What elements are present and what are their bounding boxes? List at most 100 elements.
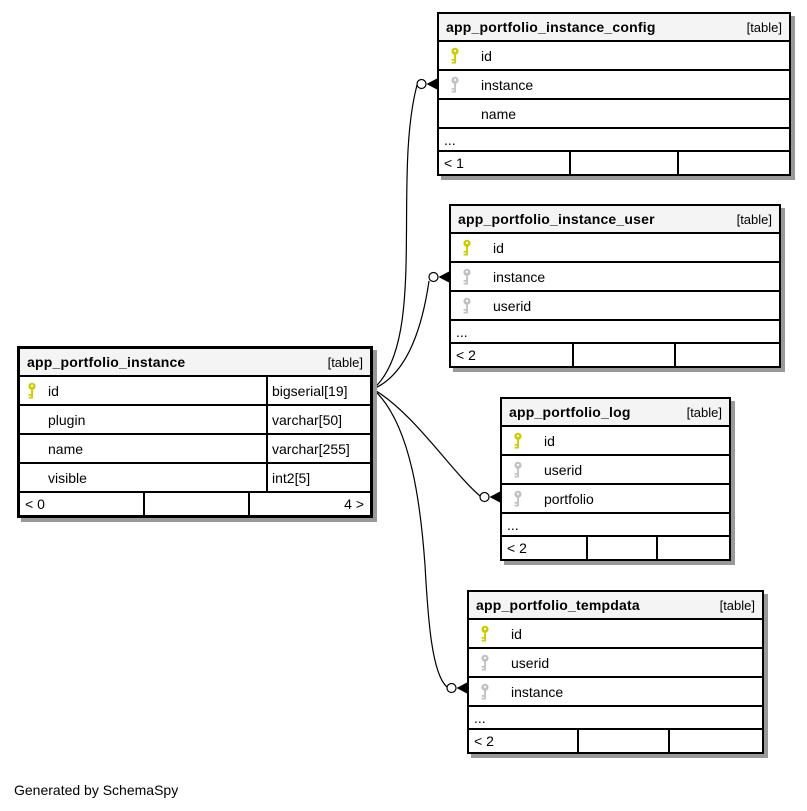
column-row-instance: instance xyxy=(451,261,779,290)
fk-arrow-log xyxy=(489,491,500,503)
relationship-curve-instance-log xyxy=(372,388,481,497)
primary-key-icon xyxy=(20,382,42,399)
ellipsis-row: ... xyxy=(469,705,762,728)
column-name: id xyxy=(481,47,492,64)
table-header[interactable]: app_portfolio_tempdata [table] xyxy=(469,592,762,618)
foreign-key-icon xyxy=(451,268,483,285)
fk-arrow-config xyxy=(426,78,437,90)
generated-by-note: Generated by SchemaSpy xyxy=(14,782,179,798)
footer-left-count: < 2 xyxy=(456,347,476,363)
footer-right-cell xyxy=(656,537,729,559)
table-footer: < 2 xyxy=(469,728,762,752)
column-name: id xyxy=(544,432,555,449)
column-row-name: name varchar[255] xyxy=(20,433,370,462)
footer-right-cell xyxy=(674,344,779,366)
column-name: userid xyxy=(493,297,532,314)
ellipsis-row: ... xyxy=(451,319,779,342)
table-badge: [table] xyxy=(736,211,772,227)
entity-app_portfolio_instance_config: app_portfolio_instance_config [table] id… xyxy=(437,12,791,176)
table-footer: < 1 xyxy=(439,150,789,174)
foreign-key-icon xyxy=(469,683,501,700)
table-badge: [table] xyxy=(686,404,722,420)
column-name: instance xyxy=(511,683,564,700)
table-badge: [table] xyxy=(746,19,782,35)
table-footer: < 2 xyxy=(502,535,729,559)
column-name: id xyxy=(48,382,59,399)
footer-right-cell xyxy=(677,152,789,174)
table-badge: [table] xyxy=(719,597,755,613)
column-row-instance: instance xyxy=(469,676,762,705)
column-row-userid: userid xyxy=(469,647,762,676)
column-type: varchar[255] xyxy=(266,435,370,462)
footer-left-count: < 2 xyxy=(507,540,527,556)
ellipsis-row: ... xyxy=(439,127,789,150)
ellipsis-row: ... xyxy=(502,512,729,535)
footer-right-count: 4 > xyxy=(247,493,371,515)
footer-mid-cell xyxy=(142,493,248,515)
column-row-instance: instance xyxy=(439,69,789,98)
column-name: instance xyxy=(493,268,546,285)
primary-key-icon xyxy=(451,239,483,256)
column-row-userid: userid xyxy=(502,454,729,483)
table-header[interactable]: app_portfolio_instance [table] xyxy=(20,349,370,375)
entity-app_portfolio_instance_user: app_portfolio_instance_user [table] id i… xyxy=(449,204,781,368)
column-row-visible: visible int2[5] xyxy=(20,462,370,491)
table-badge: [table] xyxy=(327,354,363,370)
footer-mid-cell xyxy=(572,344,674,366)
column-row-portfolio: portfolio xyxy=(502,483,729,512)
fk-odot-log xyxy=(479,491,490,503)
table-header[interactable]: app_portfolio_instance_config [table] xyxy=(439,14,789,40)
column-type: bigserial[19] xyxy=(266,377,370,404)
column-name: plugin xyxy=(48,411,86,428)
table-name[interactable]: app_portfolio_log xyxy=(509,404,631,420)
footer-right-cell xyxy=(668,730,762,752)
entity-app_portfolio_tempdata: app_portfolio_tempdata [table] id userid… xyxy=(467,590,764,754)
table-footer: < 0 4 > xyxy=(20,491,370,515)
column-row-id: id bigserial[19] xyxy=(20,375,370,404)
primary-key-icon xyxy=(469,625,501,642)
table-header[interactable]: app_portfolio_log [table] xyxy=(502,399,729,425)
column-type: varchar[50] xyxy=(266,406,370,433)
primary-key-icon xyxy=(502,432,534,449)
primary-key-icon xyxy=(439,47,471,64)
fk-odot-user xyxy=(428,271,439,283)
foreign-key-icon xyxy=(502,490,534,507)
column-row-id: id xyxy=(469,618,762,647)
column-name: instance xyxy=(481,76,534,93)
column-name: portfolio xyxy=(544,490,594,507)
table-footer: < 2 xyxy=(451,342,779,366)
column-row-id: id xyxy=(439,40,789,69)
entity-app_portfolio_log: app_portfolio_log [table] id userid port… xyxy=(500,397,731,561)
column-name: id xyxy=(511,625,522,642)
column-name: id xyxy=(493,239,504,256)
relationship-curve-instance-config xyxy=(372,84,418,390)
column-name: name xyxy=(48,440,84,457)
column-row-name: name xyxy=(439,98,789,127)
table-header[interactable]: app_portfolio_instance_user [table] xyxy=(451,206,779,232)
table-name[interactable]: app_portfolio_instance xyxy=(27,354,186,370)
column-name: userid xyxy=(544,461,583,478)
column-row-userid: userid xyxy=(451,290,779,319)
foreign-key-icon xyxy=(469,654,501,671)
entity-app_portfolio_instance: app_portfolio_instance [table] id bigser… xyxy=(17,346,373,518)
column-name: visible xyxy=(48,469,87,486)
foreign-key-icon xyxy=(502,461,534,478)
footer-mid-cell xyxy=(577,730,668,752)
fk-arrow-user xyxy=(438,271,449,283)
column-row-id: id xyxy=(502,425,729,454)
relationship-curve-instance-tempdata xyxy=(372,388,448,688)
table-name[interactable]: app_portfolio_instance_user xyxy=(458,211,655,227)
foreign-key-icon xyxy=(439,76,471,93)
column-row-id: id xyxy=(451,232,779,261)
footer-mid-cell xyxy=(585,537,656,559)
fk-odot-tempdata xyxy=(446,682,457,694)
column-row-plugin: plugin varchar[50] xyxy=(20,404,370,433)
fk-odot-config xyxy=(416,78,427,90)
fk-arrow-tempdata xyxy=(456,682,467,694)
table-name[interactable]: app_portfolio_instance_config xyxy=(446,19,656,35)
column-name: name xyxy=(481,105,517,122)
table-name[interactable]: app_portfolio_tempdata xyxy=(476,597,640,613)
column-name: userid xyxy=(511,654,550,671)
footer-left-count: < 2 xyxy=(474,733,494,749)
